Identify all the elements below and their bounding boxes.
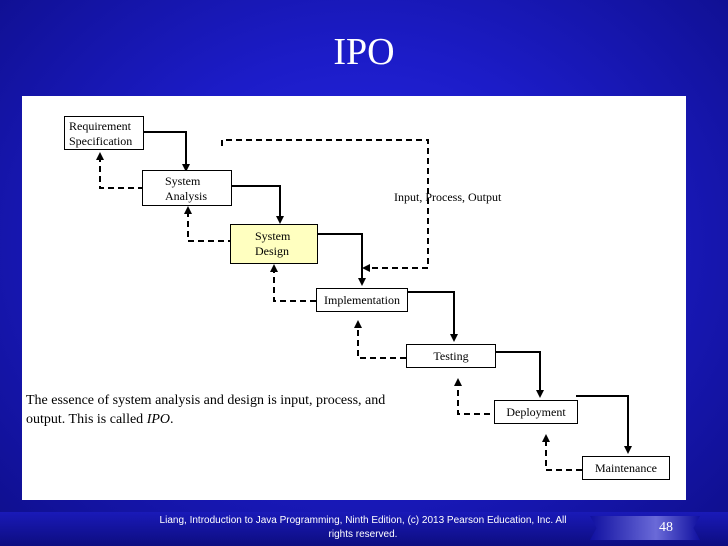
arrow-design-to-impl <box>316 233 366 286</box>
arrow-req-to-analysis <box>142 131 190 172</box>
feedback-deployment-to-testing <box>454 378 490 415</box>
diagram-panel: Requirement Specification System Analysi… <box>22 96 686 500</box>
arrow-deployment-to-maintenance <box>576 395 632 454</box>
ipo-loop <box>221 139 429 272</box>
feedback-maintenance-to-deployment <box>542 434 582 471</box>
box-system-design: System Design <box>230 224 318 264</box>
box-deployment: Deployment <box>494 400 578 424</box>
ipo-label: Input, Process, Output <box>394 190 502 204</box>
essence-text: The essence of system analysis and desig… <box>26 393 386 427</box>
page-number-ribbon <box>590 516 700 540</box>
arrow-impl-to-testing <box>406 291 458 342</box>
arrow-analysis-to-design <box>228 185 284 224</box>
box-implementation: Implementation <box>316 288 408 312</box>
essence-emphasis: IPO <box>146 412 171 427</box>
slide-title: IPO <box>333 31 395 73</box>
feedback-impl-to-design <box>270 264 316 302</box>
box-maintenance: Maintenance <box>582 456 670 480</box>
arrow-testing-to-deployment <box>494 351 544 398</box>
footer-copyright: Liang, Introduction to Java Programming,… <box>159 515 567 540</box>
box-system-analysis: System Analysis <box>142 170 232 206</box>
box-requirement-specification: Requirement Specification <box>64 116 144 150</box>
feedback-testing-to-impl <box>354 320 406 359</box>
page-number: 48 <box>659 520 673 535</box>
box-testing: Testing <box>406 344 496 368</box>
